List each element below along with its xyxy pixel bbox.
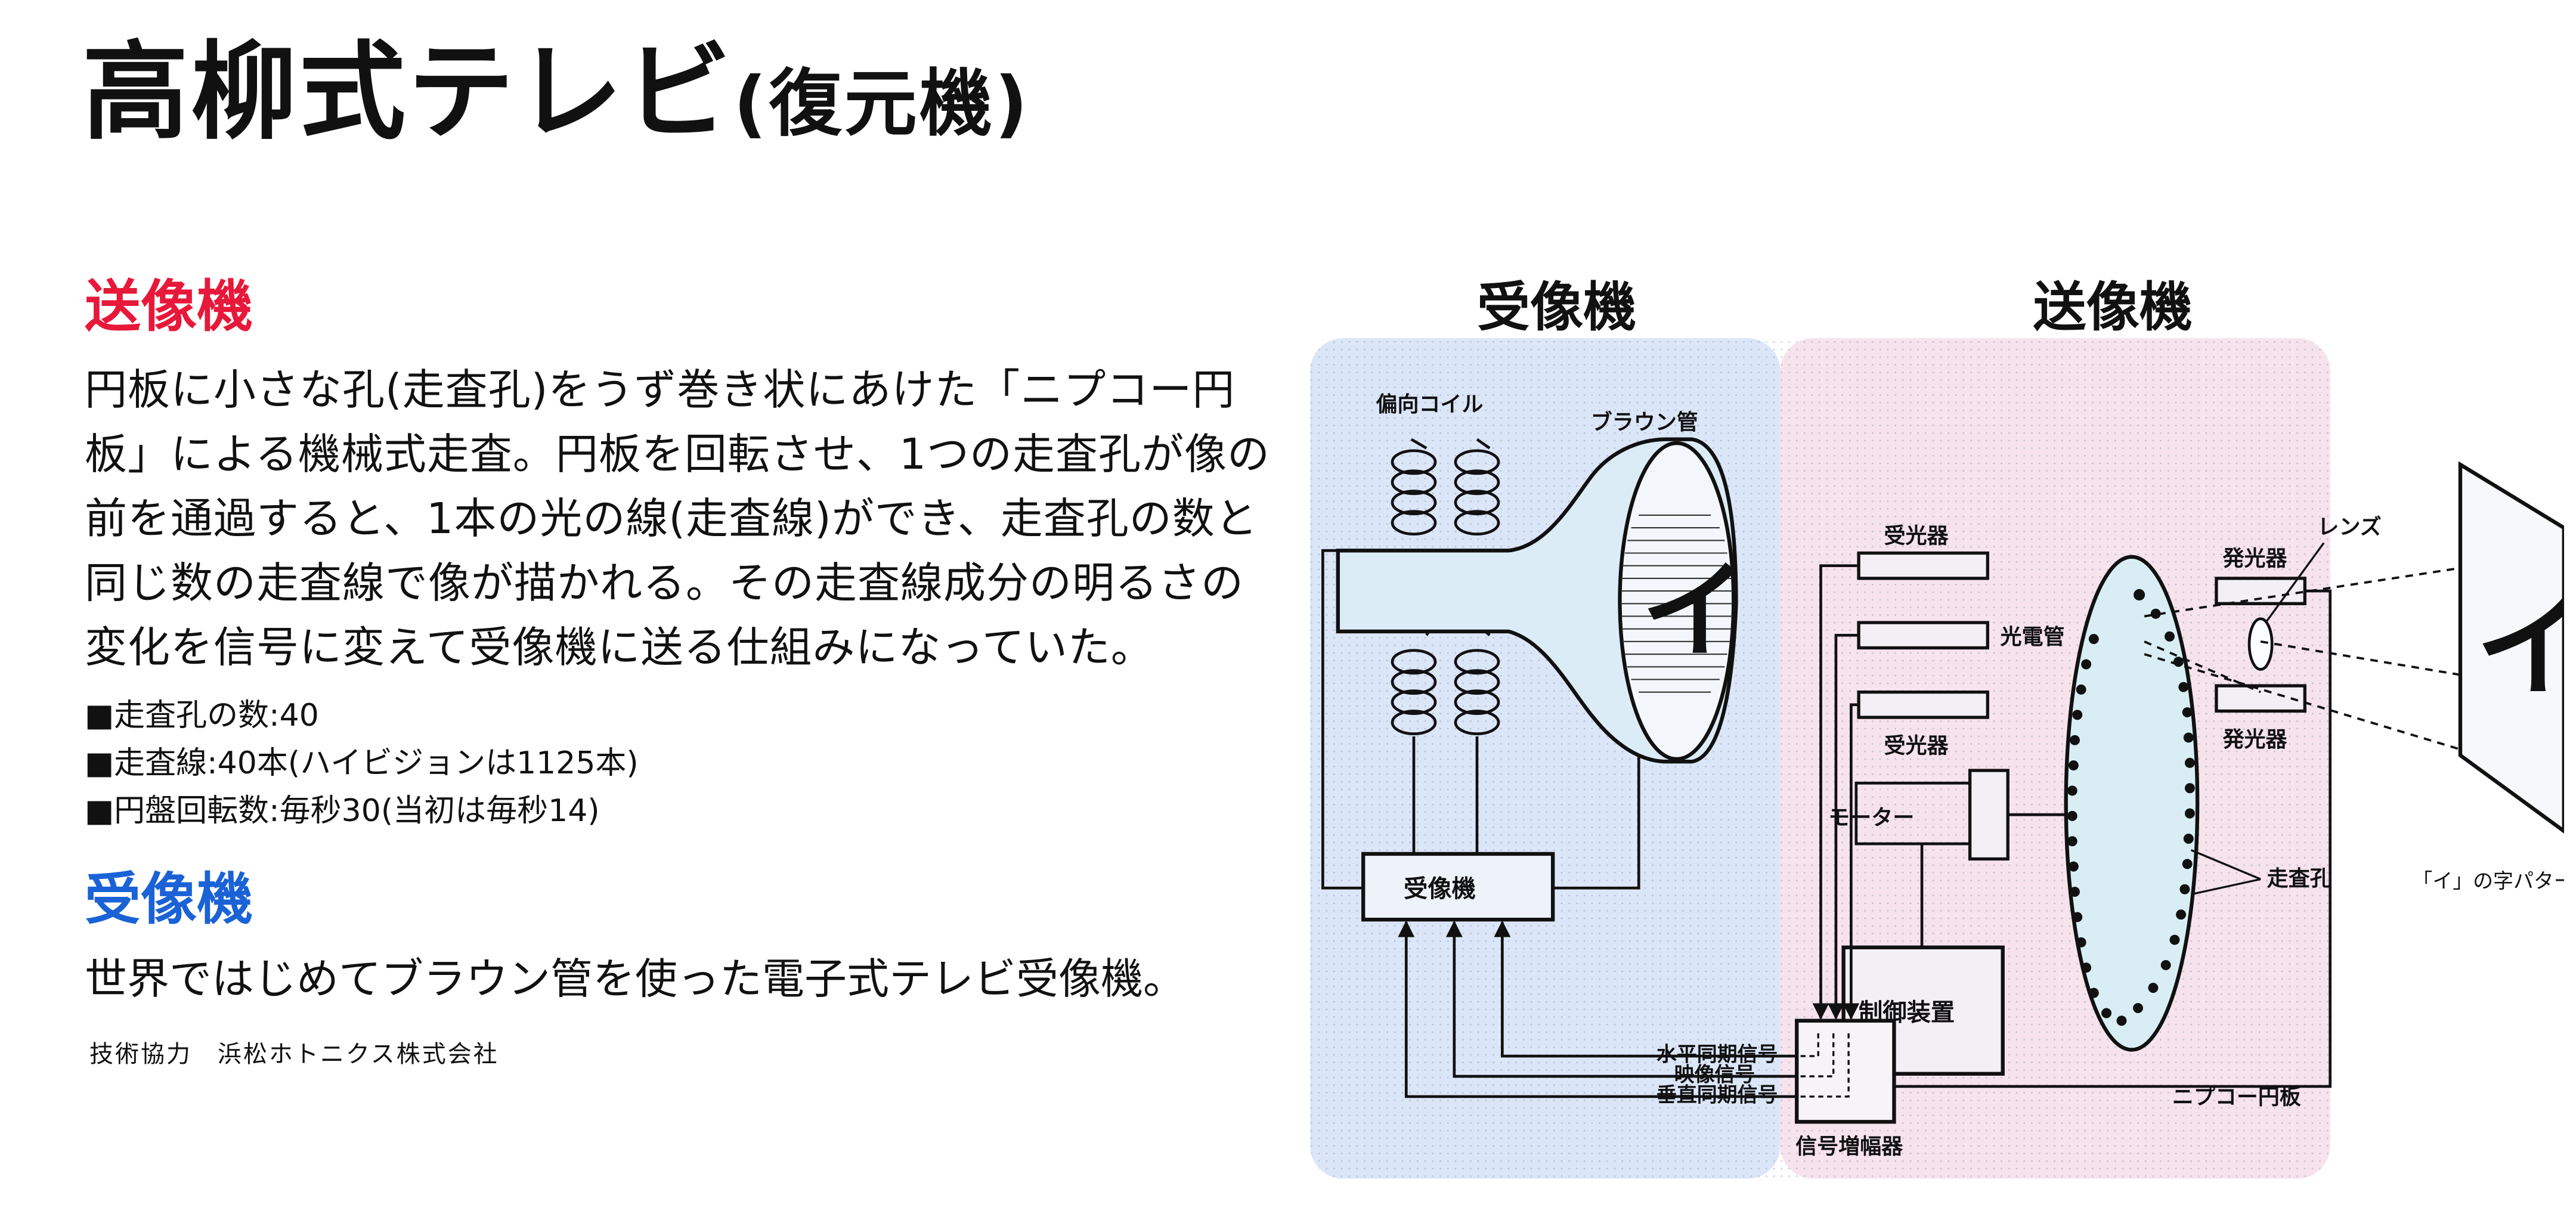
emitter-top xyxy=(2215,577,2306,605)
credit-line: 技術協力 浜松ホトニクス株式会社 xyxy=(89,1041,499,1068)
description-line: 変化を信号に変えて受像機に送る仕組みになっていた。 xyxy=(85,623,1154,672)
emitter-bottom-label: 発光器 xyxy=(2223,727,2288,752)
light-receiver-bottom xyxy=(1857,691,1989,719)
scan-hole-label: 走査孔 xyxy=(2267,866,2332,891)
light-receiver-top-label: 受光器 xyxy=(1884,524,1949,549)
description-line: 板」による機械式走査。円板を回転させ、1つの走査孔が像の xyxy=(85,429,1271,479)
emitter-bottom xyxy=(2215,684,2306,713)
light-receiver-top xyxy=(1857,551,1989,580)
h-sync-label: 水平同期信号 xyxy=(1657,1043,1778,1066)
title-sub: (復元機) xyxy=(733,61,1030,146)
scan-hole-pointers xyxy=(2190,849,2261,896)
spec-item: ■走査線:40本(ハイビジョンは1125本) xyxy=(85,745,639,781)
description-line: 前を通過すると、1本の光の線(走査線)ができ、走査孔の数と xyxy=(85,494,1258,543)
description-line: 同じ数の走査線で像が描かれる。その走査線成分の明るさの xyxy=(85,558,1244,608)
signal-amplifier-box xyxy=(1795,1018,1896,1124)
lens xyxy=(2247,617,2274,671)
light-receiver-bottom-label: 受光器 xyxy=(1884,733,1949,758)
deflection-coil-label: 偏向コイル xyxy=(1376,392,1483,417)
braun-tube-screen xyxy=(1618,441,1736,761)
signal-amplifier-label: 信号増幅器 xyxy=(1795,1134,1903,1159)
spec-list: ■走査孔の数:40 ■走査線:40本(ハイビジョンは1125本) ■円盤回転数:… xyxy=(85,692,639,835)
photo-tube-label: 光電管 xyxy=(2000,625,2064,649)
emitter-top-label: 発光器 xyxy=(2223,547,2288,571)
amplifier-internal-dashed xyxy=(1797,1033,1850,1098)
transmitter-description: 円板に小さな孔(走査孔)をうず巻き状にあけた「ニプコー円 板」による機械式走査。… xyxy=(85,358,1271,680)
pattern-character: イ xyxy=(2475,580,2564,713)
television-system-diagram: 受像機 送像機 偏向コイル ブラウン管 イ 受像機 受光器 光電管 受光器 xyxy=(1310,276,2564,1179)
page-title: 高柳式テレビ(復元機) xyxy=(82,39,1030,145)
photo-tube xyxy=(1857,621,1989,650)
screen-scanlines xyxy=(1621,514,1733,693)
diagram-transmitter-heading: 送像機 xyxy=(2033,276,2193,338)
scan-holes xyxy=(2067,589,2195,1026)
screen-character: イ xyxy=(1642,549,1748,673)
v-sync-label: 垂直同期信号 xyxy=(1657,1083,1778,1106)
transmitter-wiring xyxy=(1812,564,2332,1088)
lens-label: レンズ xyxy=(2317,515,2381,540)
diagram-receiver-heading: 受像機 xyxy=(1477,276,1636,338)
motor-label: モーター xyxy=(1828,806,1914,830)
receiver-description: 世界ではじめてブラウン管を使った電子式テレビ受像機。 xyxy=(85,954,1186,1004)
nipkow-disk-label: ニプコー円板 xyxy=(2172,1085,2301,1110)
lens-pointer xyxy=(2265,542,2325,624)
transmitter-heading: 送像機 xyxy=(85,274,253,339)
spec-item: ■円盤回転数:毎秒30(当初は毎秒14) xyxy=(85,793,600,829)
deflection-coil-top xyxy=(1391,438,1500,536)
pattern-plate xyxy=(2458,461,2564,834)
spec-item: ■走査孔の数:40 xyxy=(85,698,319,733)
receiver-wiring xyxy=(1321,549,1640,890)
nipkow-disk xyxy=(2064,555,2200,1052)
receiver-unit-label: 受像機 xyxy=(1404,875,1476,903)
description-line: 円板に小さな孔(走査孔)をうず巻き状にあけた「ニプコー円 xyxy=(85,365,1236,414)
motor-housing xyxy=(1968,769,2010,861)
pattern-caption: 「イ」の字パターン xyxy=(2412,869,2564,893)
title-main: 高柳式テレビ xyxy=(82,30,733,154)
video-signal-label: 映像信号 xyxy=(1674,1063,1755,1086)
signal-lines xyxy=(1398,920,1797,1098)
braun-tube-label: ブラウン管 xyxy=(1591,410,1698,435)
receiver-heading: 受像機 xyxy=(85,867,253,932)
